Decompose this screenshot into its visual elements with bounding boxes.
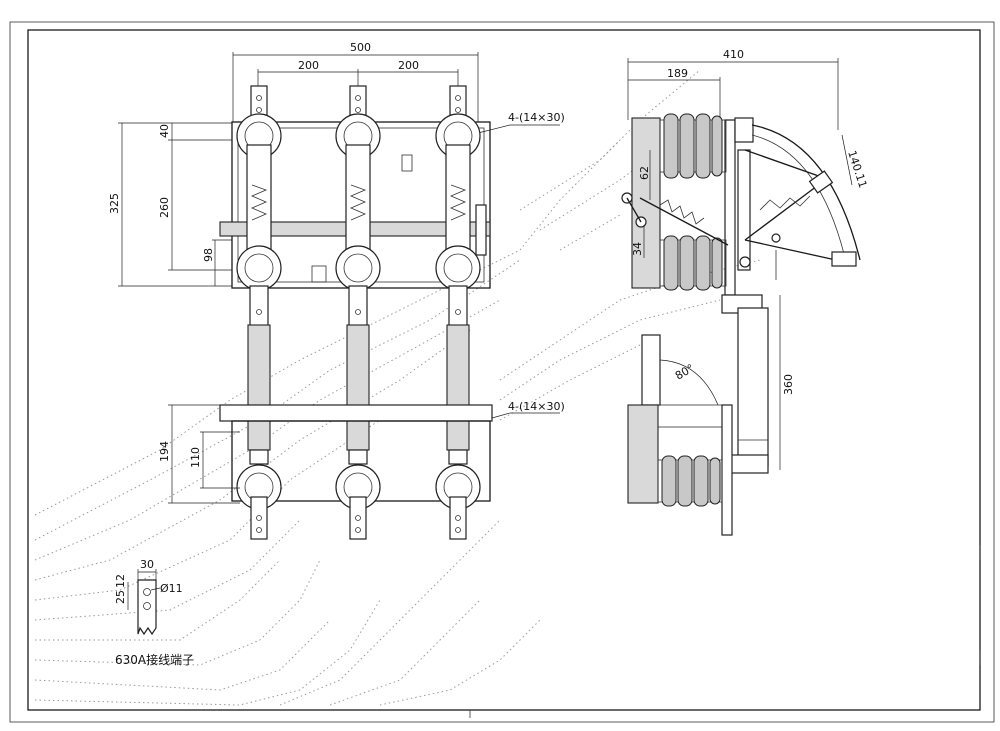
dim-360: 360 bbox=[782, 374, 795, 395]
upper-insulator bbox=[659, 113, 727, 179]
dim-410: 410 bbox=[723, 48, 744, 61]
terminal-dim-30: 30 bbox=[140, 558, 154, 571]
terminal-dim-12: 12 bbox=[114, 574, 127, 588]
terminal-label: 630A接线端子 bbox=[115, 652, 194, 667]
dim-200-left: 200 bbox=[298, 59, 319, 72]
lower-insulator bbox=[657, 455, 723, 507]
dim-260: 260 bbox=[158, 197, 171, 218]
sheet-border bbox=[9, 21, 995, 723]
lower-terminals bbox=[236, 449, 481, 540]
angle-80: 80° bbox=[673, 362, 696, 383]
pole-2 bbox=[335, 85, 381, 451]
pole-1 bbox=[236, 85, 282, 451]
front-view: 500 200 200 325 40 260 98 4-(14×30) bbox=[108, 41, 565, 540]
dim-110: 110 bbox=[189, 447, 202, 468]
terminal-dim-25: 25 bbox=[114, 590, 127, 604]
dim-40: 40 bbox=[158, 124, 171, 138]
terminal-dim-dia11: Ø11 bbox=[160, 582, 183, 595]
mount-hole-label-bottom: 4-(14×30) bbox=[508, 400, 565, 413]
dim-500: 500 bbox=[350, 41, 371, 54]
side-view: 410 189 bbox=[621, 48, 869, 536]
dim-98: 98 bbox=[202, 248, 215, 262]
mount-hole-label-top: 4-(14×30) bbox=[508, 111, 565, 124]
dim-62: 62 bbox=[638, 166, 651, 180]
middle-insulator bbox=[659, 235, 727, 291]
dim-325: 325 bbox=[108, 193, 121, 214]
pole-3 bbox=[435, 85, 481, 451]
dim-189: 189 bbox=[667, 67, 688, 80]
dim-34: 34 bbox=[631, 242, 644, 256]
dim-200-right: 200 bbox=[398, 59, 419, 72]
terminal-detail: 30 25 12 Ø11 630A接线端子 bbox=[114, 558, 194, 667]
dim-194: 194 bbox=[158, 441, 171, 462]
